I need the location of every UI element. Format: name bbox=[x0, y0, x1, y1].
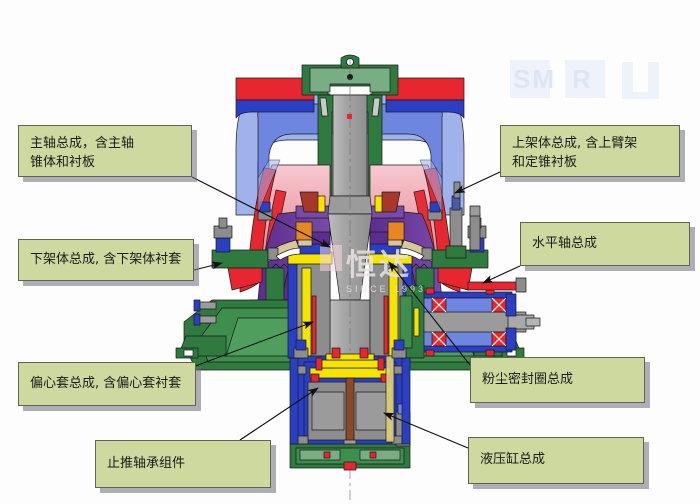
callout-lower-frame-line-1: 下架体总成, 含下架体衬套 bbox=[30, 251, 182, 267]
callout-horizontal-shaft[interactable]: 水平轴总成 bbox=[520, 222, 690, 266]
callout-hydraulic-cylinder-line-1: 液压缸总成 bbox=[480, 452, 546, 468]
callout-thrust-bearing[interactable]: 止推轴承组件 bbox=[95, 440, 271, 488]
callout-dust-seal[interactable]: 粉尘密封圈总成 bbox=[470, 357, 645, 403]
callout-main-shaft-line-2: 锥体和衬板 bbox=[30, 154, 96, 170]
callout-upper-frame-line-2: 和定锥衬板 bbox=[512, 154, 578, 170]
watermark-block-4 bbox=[648, 62, 659, 98]
callout-lower-frame[interactable]: 下架体总成, 含下架体衬套 bbox=[18, 239, 194, 281]
watermark-block-3 bbox=[622, 62, 633, 98]
callout-eccentric-bushing-line-1: 偏心套总成, 含偏心套衬套 bbox=[30, 375, 182, 391]
watermark-corner-text-1: SM bbox=[513, 64, 556, 94]
callout-hydraulic-cylinder[interactable]: 液压缸总成 bbox=[468, 437, 644, 484]
watermark-center-sub: SINCE 1993 bbox=[346, 284, 427, 294]
callout-upper-frame[interactable]: 上架体总成, 含上臂架 和定锥衬板 bbox=[500, 125, 680, 177]
watermark-center-label: 恒达 bbox=[346, 249, 412, 282]
watermark-block-1 bbox=[510, 60, 550, 98]
watermark-block-2 bbox=[565, 60, 605, 98]
watermark-corner-text-2: R bbox=[572, 64, 593, 94]
watermark-logo-square bbox=[320, 245, 342, 271]
callout-main-shaft-line-1: 主轴总成，含主轴 bbox=[30, 136, 135, 151]
callout-horizontal-shaft-line-1: 水平轴总成 bbox=[532, 235, 598, 251]
callout-main-shaft[interactable]: 主轴总成，含主轴 锥体和衬板 bbox=[18, 125, 192, 177]
callout-upper-frame-line-1: 上架体总成, 含上臂架 bbox=[512, 136, 638, 151]
watermark-center-text: 恒达 SINCE 1993 bbox=[346, 240, 426, 294]
callout-dust-seal-line-1: 粉尘密封圈总成 bbox=[482, 371, 574, 387]
callout-eccentric-bushing[interactable]: 偏心套总成, 含偏心套衬套 bbox=[18, 362, 196, 406]
callout-thrust-bearing-line-1: 止推轴承组件 bbox=[107, 455, 186, 471]
watermark-block-5 bbox=[622, 92, 659, 99]
